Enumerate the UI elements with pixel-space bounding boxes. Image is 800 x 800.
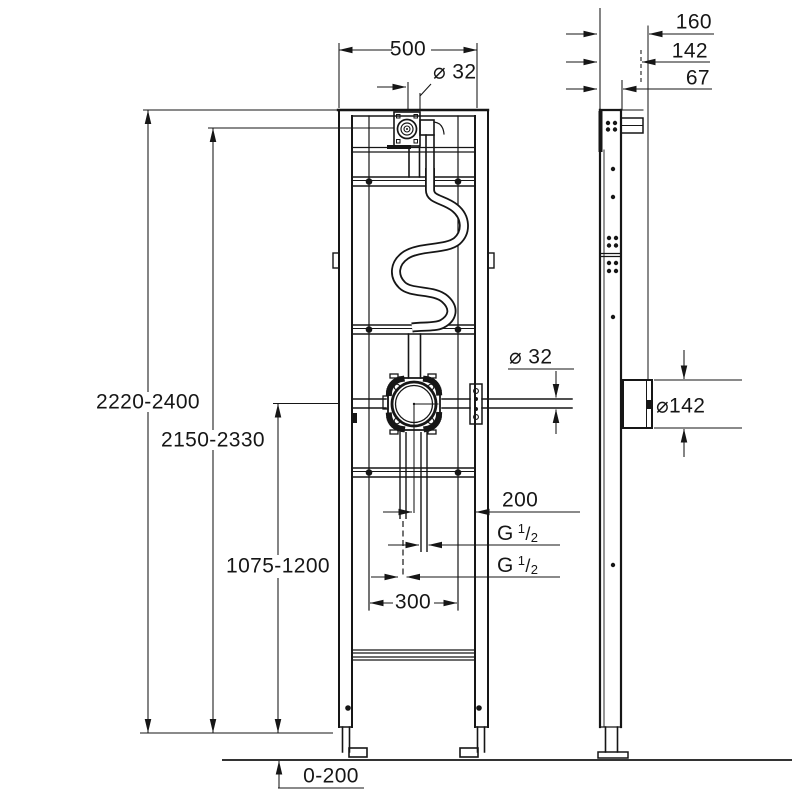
dim-outlet-height-label: 2150-2330 bbox=[160, 428, 266, 452]
connection-pipes bbox=[399, 404, 428, 578]
dim-depths bbox=[566, 8, 714, 110]
thread-letter: G bbox=[497, 522, 514, 545]
top-outlet-assembly bbox=[393, 111, 445, 178]
dim-depth-overall-label: 160 bbox=[675, 10, 712, 34]
dim-depth-rail-label: 67 bbox=[685, 66, 710, 90]
thread-letter: G bbox=[497, 554, 514, 577]
dim-frame-height-label: 2220-2400 bbox=[95, 390, 201, 414]
side-view-rail bbox=[597, 25, 653, 759]
dim-mixer-height-label: 1075-1200 bbox=[225, 554, 331, 578]
dim-foot-adjustment bbox=[275, 760, 364, 789]
dim-box-diameter-label: ⌀142 bbox=[656, 394, 706, 418]
thread-denominator: 2 bbox=[530, 530, 539, 545]
thread-numerator: 1 bbox=[517, 553, 526, 568]
dim-heights bbox=[140, 109, 394, 734]
dim-top-outlet-diameter bbox=[377, 82, 432, 111]
thread-slash: / bbox=[525, 524, 531, 544]
dim-box-diameter bbox=[654, 350, 742, 457]
dim-mixer-pipe-diameter-label: ⌀ 32 bbox=[509, 345, 553, 369]
flex-hose bbox=[391, 168, 469, 333]
thread-slash: / bbox=[525, 556, 531, 576]
dim-top-outlet-diameter-label: ⌀ 32 bbox=[433, 60, 477, 84]
dim-connection-spacing-label: 300 bbox=[394, 590, 432, 614]
dim-mixer-pipe-diameter bbox=[490, 368, 574, 434]
thread-numerator: 1 bbox=[517, 521, 526, 536]
dim-foot-adjustment-label: 0-200 bbox=[303, 764, 359, 788]
dimension-lines bbox=[140, 8, 742, 789]
dim-outlet-offset-label: 200 bbox=[502, 488, 539, 512]
dim-depth-fixing-label: 142 bbox=[671, 39, 708, 63]
dim-frame-width bbox=[338, 43, 478, 108]
thread-denominator: 2 bbox=[530, 562, 539, 577]
dim-frame-width-label: 500 bbox=[389, 37, 427, 61]
